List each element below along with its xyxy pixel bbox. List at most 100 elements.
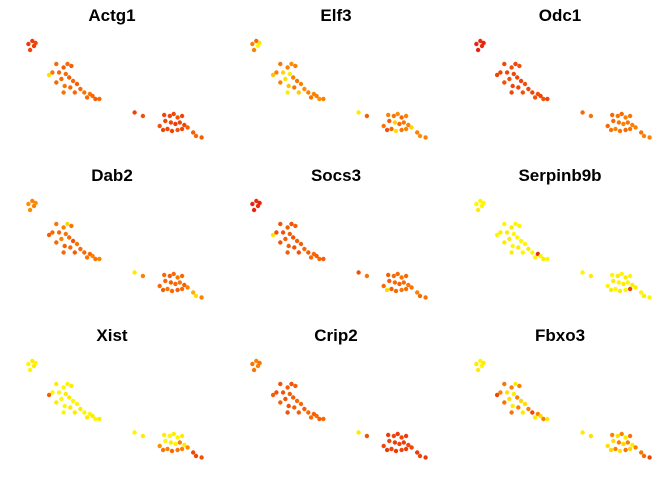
data-point [580,110,585,115]
panel-title: Actg1 [88,6,136,25]
data-point [317,96,322,102]
data-point [185,285,190,290]
data-point [403,126,409,132]
data-point [294,398,300,404]
data-point [157,123,162,129]
data-point [289,61,294,67]
data-point [611,438,616,444]
data-point [515,75,520,80]
data-point [199,135,204,140]
data-point [78,86,83,92]
data-point [175,447,180,453]
data-point [415,130,420,135]
data-point [175,435,180,440]
data-point [63,391,68,397]
data-point [399,275,404,280]
data-point [623,275,628,280]
data-point [251,47,257,53]
data-point [423,455,428,460]
data-point [532,415,538,420]
data-point [502,240,507,245]
data-point [84,95,90,100]
data-point [397,441,402,447]
data-point [516,245,521,250]
data-point [401,120,406,125]
data-point [517,63,522,69]
data-point [67,75,72,80]
data-point [516,405,521,410]
data-point [63,71,68,77]
data-point [167,273,172,279]
data-point [293,63,298,69]
data-point [630,282,635,288]
data-point [389,446,394,452]
data-point [26,201,31,207]
data-point [59,396,64,402]
data-point [46,72,52,78]
data-point [498,230,503,235]
scatter-plot-actg1 [26,38,204,140]
data-point [580,270,585,275]
data-point [97,256,102,262]
data-point [502,61,507,67]
panel-title: Odc1 [538,6,582,25]
data-point [165,126,170,132]
data-point [285,65,290,70]
data-point [56,230,62,235]
data-point [167,113,172,119]
data-point [54,80,59,85]
data-point [168,440,174,445]
data-point [406,442,411,448]
data-point [475,367,481,373]
data-point [615,273,620,279]
data-point [545,96,550,102]
panel-title: Elf3 [320,6,352,25]
data-point [140,113,146,119]
data-point [517,383,522,389]
data-point [292,245,297,250]
data-point [33,40,38,46]
data-point [278,381,283,387]
data-point [169,448,175,454]
data-point [403,286,409,292]
data-point [393,448,399,454]
data-point [314,253,319,259]
data-point [314,93,319,99]
data-point [520,410,525,415]
data-point [82,410,87,415]
data-point [177,120,182,125]
data-point [392,440,398,445]
data-point [502,381,507,387]
data-point [175,115,180,120]
data-point [286,403,291,409]
scatter-plot-dab2 [26,198,204,300]
data-point [381,443,386,449]
panel-socs3: Socs3 [224,160,448,320]
data-point [270,232,276,238]
data-point [291,235,296,240]
data-point [474,361,479,367]
data-point [298,81,304,87]
data-point [608,127,614,133]
data-point [291,395,296,400]
data-point [254,38,259,44]
data-point [623,287,628,293]
data-point [639,450,644,455]
data-point [157,283,162,289]
data-point [132,270,137,275]
data-point [639,290,644,295]
data-point [68,245,73,250]
data-point [287,71,292,77]
data-point [157,443,162,449]
data-point [68,405,73,410]
panel-actg1: Actg1 [0,0,224,160]
scatter-plot-serpinb9b [474,198,652,300]
data-point [630,442,635,448]
data-point [633,125,638,130]
data-point [627,273,633,279]
data-point [69,223,74,229]
data-point [510,83,515,89]
scatter-plot-fbxo3 [474,358,652,460]
data-point [481,40,486,46]
